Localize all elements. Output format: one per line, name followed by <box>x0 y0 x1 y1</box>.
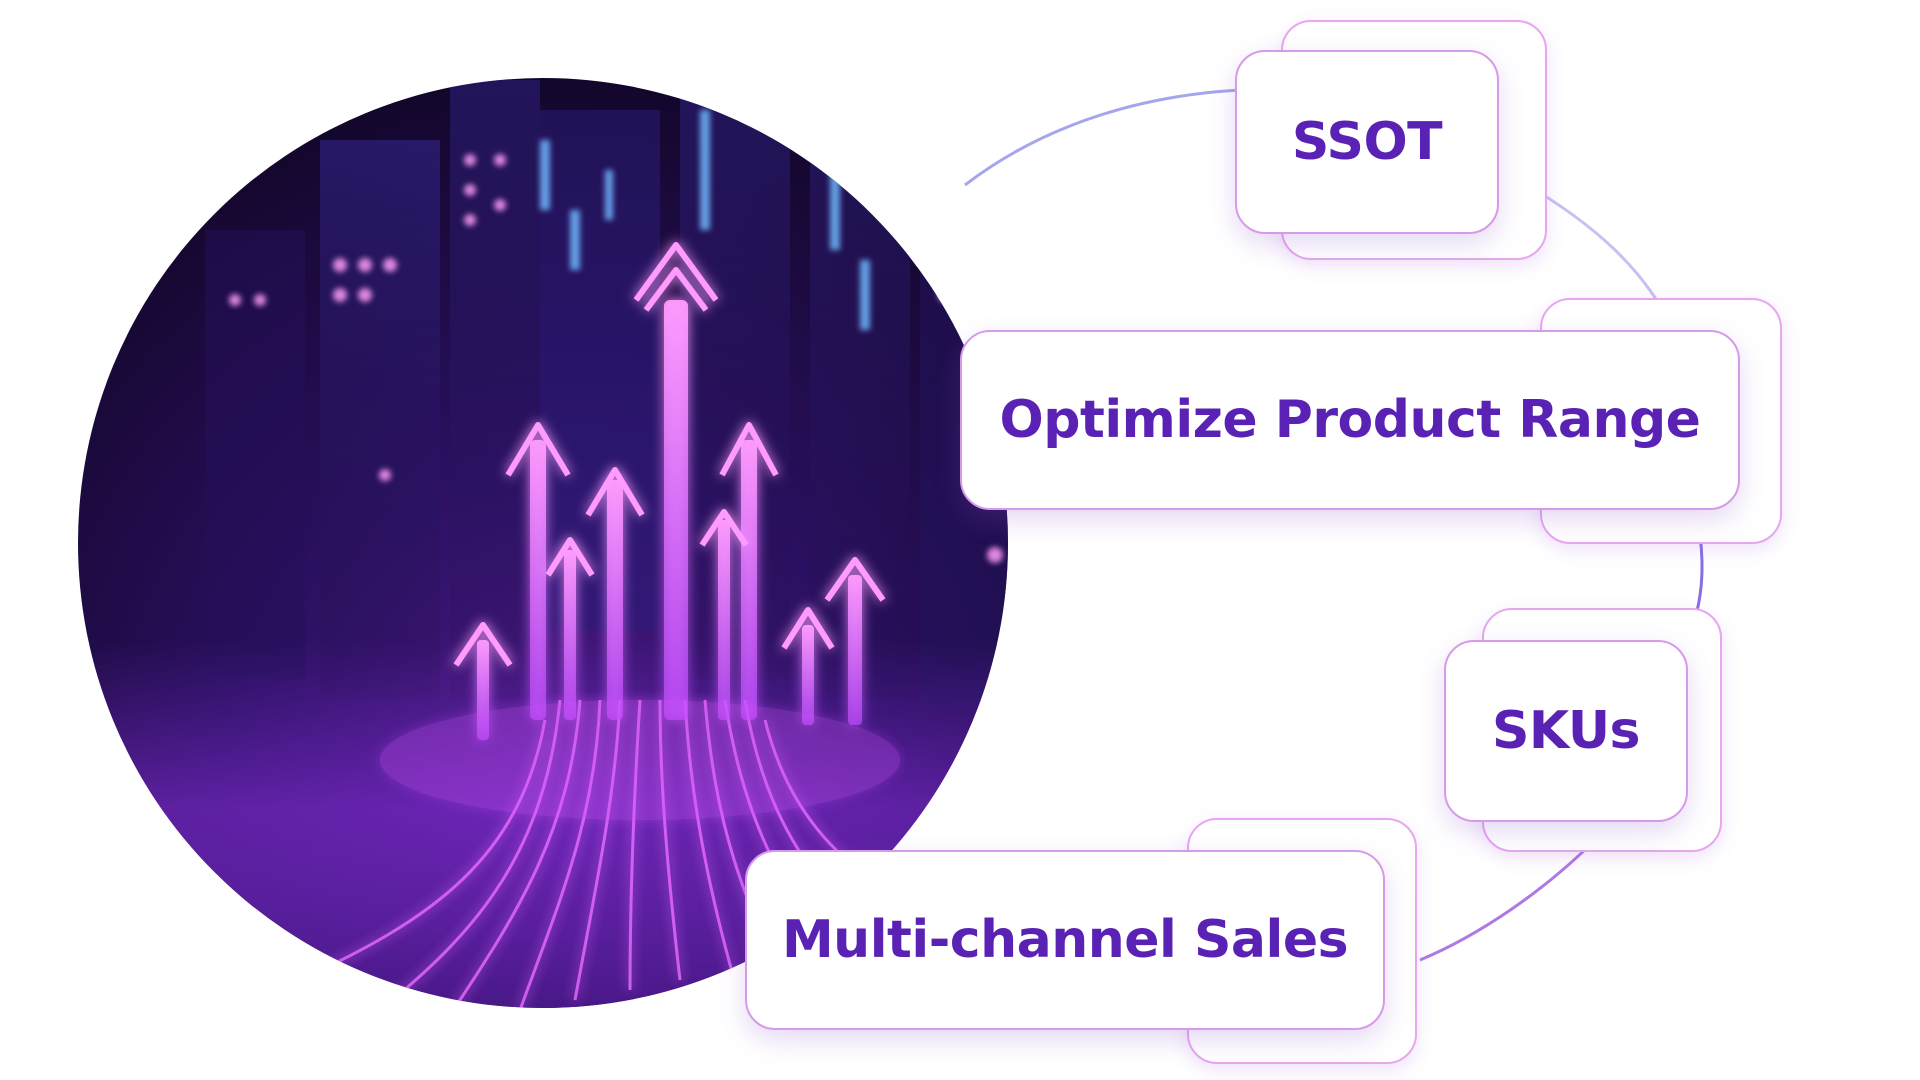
card-ssot: SSOT <box>1235 20 1547 260</box>
card-skus-face: SKUs <box>1444 640 1688 822</box>
card-optimize-product-range: Optimize Product Range <box>960 298 1782 544</box>
card-optimize-face: Optimize Product Range <box>960 330 1740 510</box>
card-multichannel-face: Multi-channel Sales <box>745 850 1385 1030</box>
card-ssot-face: SSOT <box>1235 50 1499 234</box>
card-multichannel-label: Multi-channel Sales <box>781 910 1349 970</box>
card-optimize-label: Optimize Product Range <box>999 390 1701 450</box>
card-ssot-label: SSOT <box>1291 112 1443 172</box>
card-skus-label: SKUs <box>1491 701 1641 761</box>
growth-arrows-image <box>78 78 1008 1008</box>
card-multi-channel-sales: Multi-channel Sales <box>745 818 1417 1064</box>
card-skus: SKUs <box>1444 608 1722 852</box>
